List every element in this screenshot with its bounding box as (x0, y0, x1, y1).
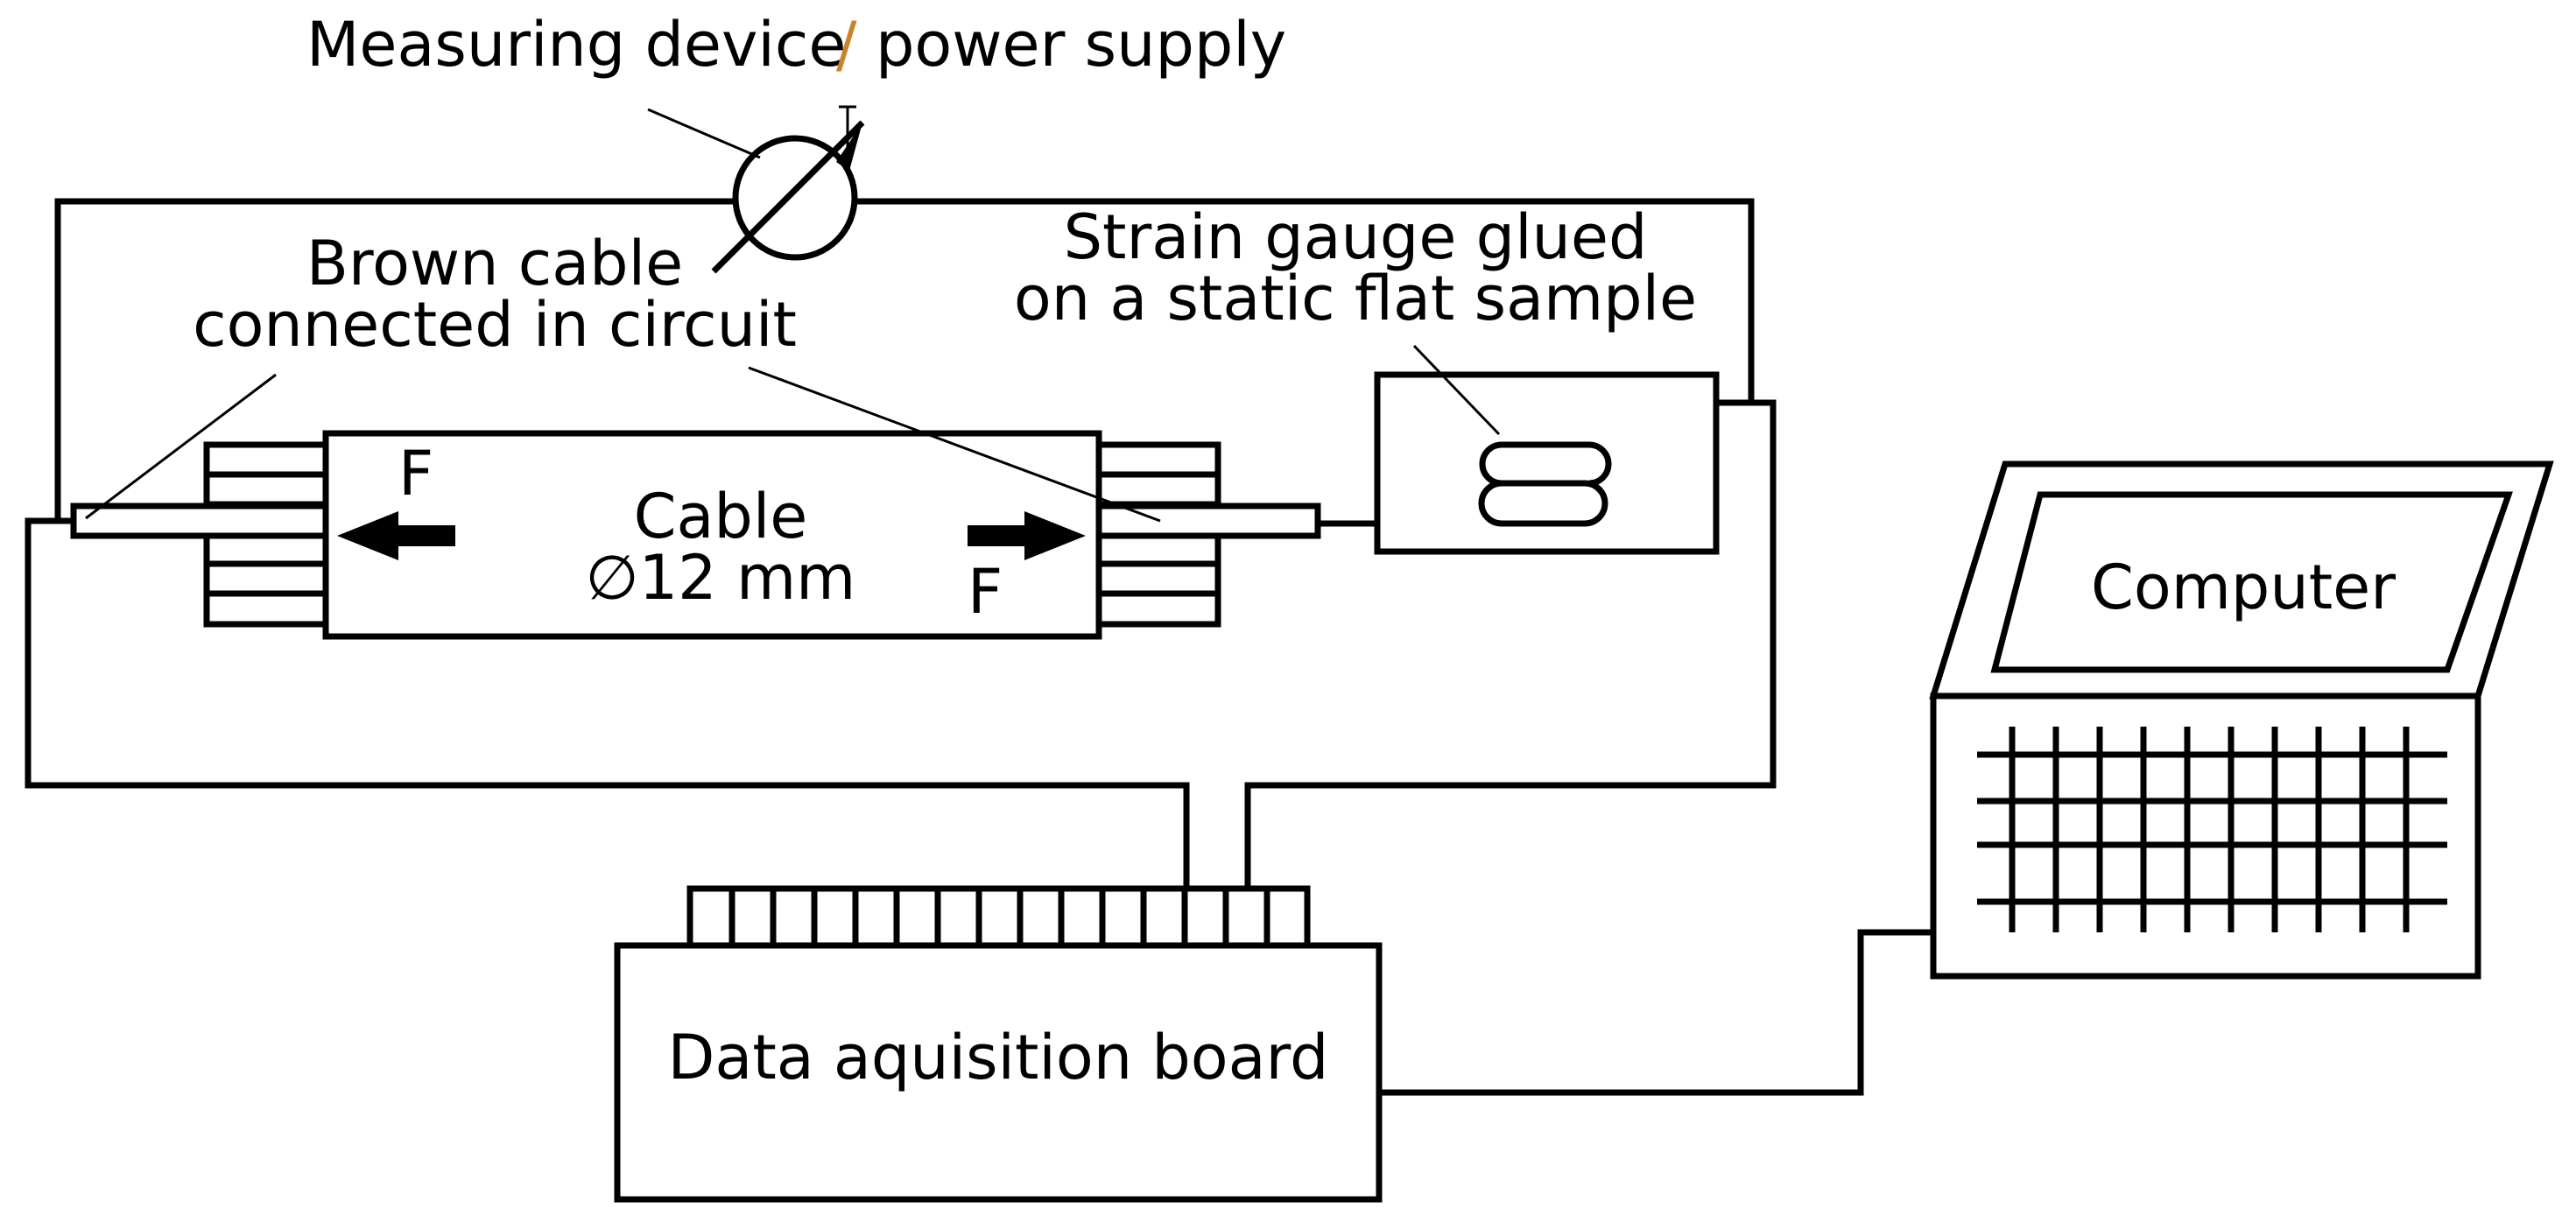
daq-board (614, 885, 1383, 1203)
power-supply-label: power supply (876, 9, 1286, 81)
daq-board-label: Data aquisition board (668, 1022, 1329, 1093)
measuring-device-label: Measuring device (306, 9, 846, 81)
measuring-circuit-wire (54, 198, 1755, 521)
daq-computer-wire (1379, 929, 1933, 1096)
measuring-device-separator: / (836, 9, 857, 81)
keyboard-grid (1977, 727, 2447, 932)
computer-label: Computer (2091, 552, 2396, 623)
left-clamp (70, 441, 329, 628)
leader-brown-cable-right (748, 366, 1161, 523)
brown-cable-label-line1: Brown cable (306, 228, 683, 299)
measuring-device-symbol (647, 105, 865, 274)
leader-brown-cable-left (85, 373, 277, 520)
daq-wire-left (25, 517, 1190, 893)
right-clamp (1095, 441, 1321, 628)
cable-label-line2: ∅12 mm (586, 542, 856, 614)
force-right-label: F (968, 556, 1003, 628)
strain-gauge-sample (1374, 371, 1720, 555)
cable-label-line1: Cable (634, 481, 808, 552)
force-left-label: F (398, 438, 433, 510)
daq-wire-right (1244, 399, 1777, 893)
computer (1929, 460, 2554, 980)
strain-gauge-label-line2: on a static flat sample (1014, 263, 1697, 334)
force-arrow-left (337, 511, 455, 560)
leader-strain-gauge (1412, 344, 1501, 436)
strain-gauge-label-line1: Strain gauge glued (1064, 201, 1648, 273)
force-arrow-right (968, 511, 1086, 560)
brown-cable-label-line2: connected in circuit (193, 289, 797, 361)
